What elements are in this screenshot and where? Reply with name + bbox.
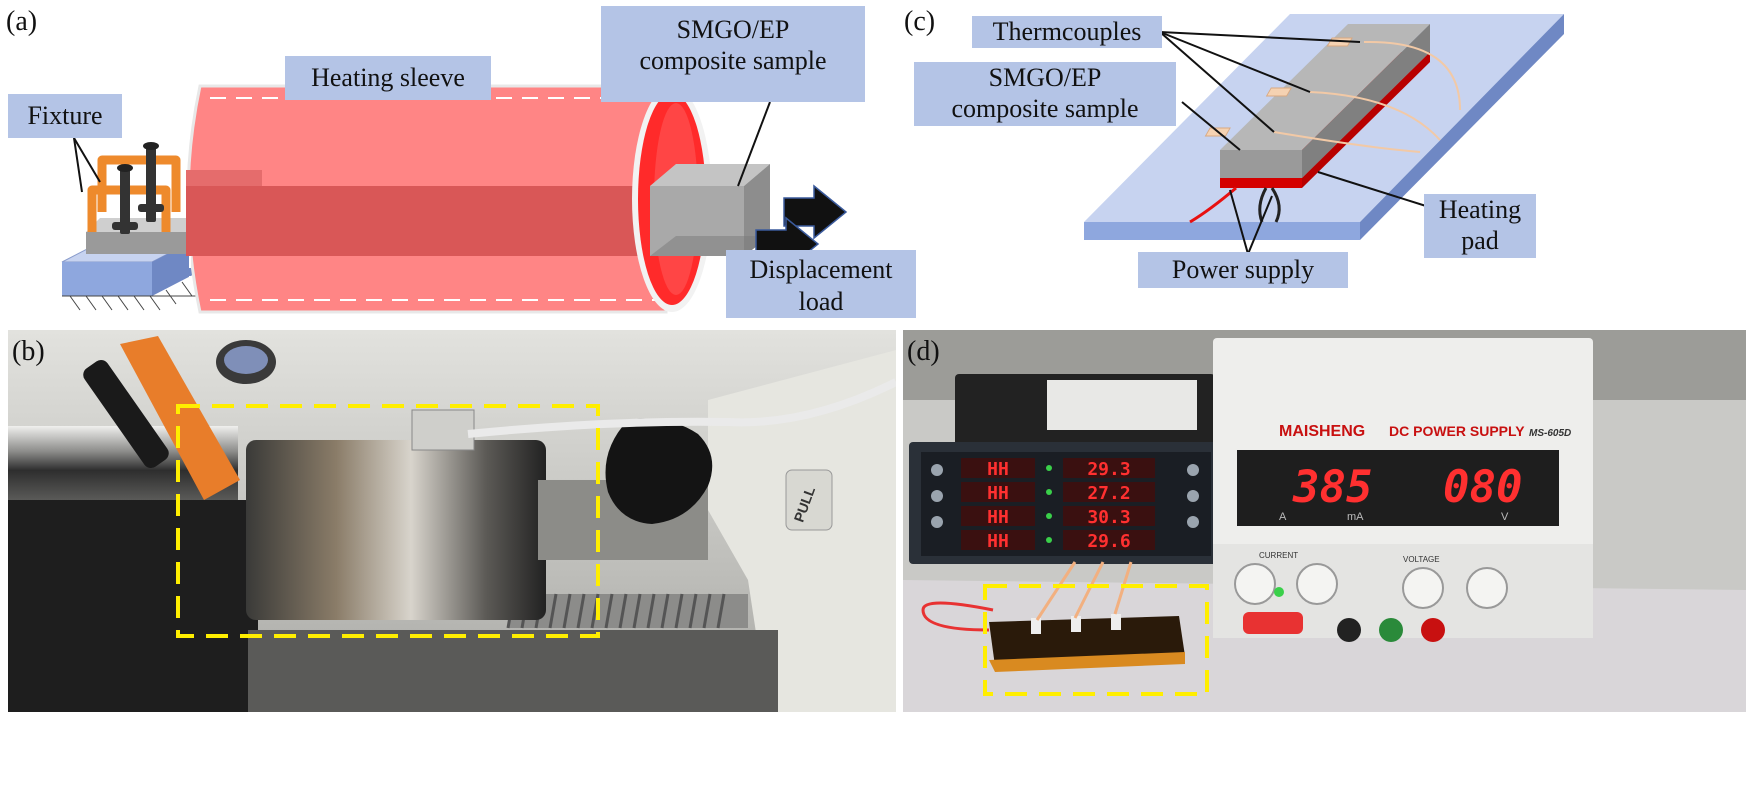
- panel-c: (c) Thermcouples SMGO/EP composite sampl…: [900, 0, 1750, 325]
- thermocouples-label-text: Thermcouples: [992, 17, 1142, 46]
- meter-rows: HH 29.3 HH 27.2 HH 30.3 HH 29.6: [931, 458, 1199, 552]
- round-cutout-sky: [224, 346, 268, 374]
- meter-row-4: HH 29.6: [961, 530, 1155, 552]
- panel-d-letter: (d): [907, 336, 940, 367]
- displacement-label: Displacement load: [726, 250, 916, 318]
- meter-row-4-value: 29.6: [1087, 531, 1130, 552]
- panel-b-photo: PULL: [8, 330, 896, 712]
- sample-on-pad: [989, 614, 1185, 672]
- panel-d: HH 29.3 HH 27.2 HH 30.3 HH 29.6: [903, 330, 1746, 712]
- ground-hatching: [62, 281, 210, 311]
- sensor-cable: [467, 378, 896, 438]
- fixture-bolts: [112, 142, 164, 234]
- heating-pad-label-line1: Heating: [1438, 195, 1522, 224]
- panel-c-leader-lines: [1159, 31, 1427, 255]
- panel-b: PULL: [8, 330, 896, 712]
- psu-knobs: [1234, 563, 1508, 609]
- meter-row-1-channel: HH: [987, 459, 1009, 480]
- composite-sample-bar: [1220, 24, 1430, 178]
- meter-row-2-value: 27.2: [1087, 483, 1130, 504]
- star-knob: [605, 418, 713, 524]
- panel-b-letter: (b): [12, 336, 45, 367]
- heating-pad-label-line2: pad: [1461, 226, 1499, 255]
- ball-screw: [506, 593, 748, 629]
- thermocouple-wires: [1273, 40, 1461, 153]
- psu-voltage-knob-label: VOLTAGE: [1403, 555, 1440, 564]
- sample-label-c: SMGO/EP composite sample: [914, 62, 1176, 126]
- rail-bed: [248, 630, 778, 712]
- sample-label-line2: composite sample: [639, 46, 827, 75]
- panel-a-letter: (a): [6, 6, 38, 37]
- machine-housing: [708, 350, 896, 712]
- pull-knob: [785, 469, 833, 531]
- power-supply-label-text: Power supply: [1171, 255, 1315, 284]
- psu-unit-a: A: [1279, 511, 1287, 523]
- sleeve-clip: [411, 409, 475, 451]
- panel-c-illustration: [1084, 14, 1564, 255]
- panel-a: (a) Fixture Heating sleeve SMGO/EP compo…: [0, 0, 940, 325]
- panel-c-letter: (c): [904, 6, 936, 37]
- meter-row-3-channel: HH: [987, 507, 1009, 528]
- power-supply-label: Power supply: [1138, 252, 1348, 288]
- sample-label-c-line1: SMGO/EP: [988, 63, 1102, 92]
- meter-row-3-value: 30.3: [1087, 507, 1130, 528]
- psu-brand: MAISHENG: [1279, 423, 1365, 440]
- meter-row-2-channel: HH: [987, 483, 1009, 504]
- psu-model: MS-605D: [1529, 428, 1571, 439]
- psu-power-switch: [1243, 612, 1303, 634]
- sample-label-line1: SMGO/EP: [676, 15, 790, 44]
- psu-voltage-display: 080: [1443, 462, 1522, 513]
- metal-heating-sleeve: [246, 440, 546, 620]
- fixture-label: Fixture: [8, 94, 122, 138]
- sample-label-c-line2: composite sample: [951, 94, 1139, 123]
- meter-row-2: HH 27.2: [961, 482, 1155, 504]
- psu-indicator-led: [1274, 587, 1284, 597]
- meter-row-1: HH 29.3: [961, 458, 1155, 480]
- psu-unit-v: V: [1501, 511, 1509, 523]
- displacement-label-line2: load: [798, 287, 844, 316]
- displacement-label-line1: Displacement: [749, 255, 893, 284]
- psu-title: DC POWER SUPPLY: [1389, 423, 1525, 439]
- heating-sleeve-label: Heating sleeve: [285, 56, 491, 100]
- black-base: [8, 500, 258, 712]
- sample-label: SMGO/EP composite sample: [601, 6, 865, 102]
- heating-sleeve-label-text: Heating sleeve: [311, 63, 465, 92]
- clamp-screw: [83, 359, 169, 469]
- panel-d-photo: HH 29.3 HH 27.2 HH 30.3 HH 29.6: [903, 330, 1746, 712]
- sample-leader-line: [737, 101, 771, 187]
- heating-pad-label: Heating pad: [1424, 194, 1536, 258]
- fixture-leader-lines: [73, 137, 101, 193]
- composite-sample: [650, 164, 770, 256]
- psu-unit-ma: mA: [1347, 511, 1364, 523]
- highlight-box-b: [176, 404, 600, 638]
- meter-row-3: HH 30.3: [961, 506, 1155, 528]
- heating-sleeve: [186, 84, 712, 314]
- panel-a-illustration: [61, 84, 848, 314]
- fixture-label-text: Fixture: [27, 101, 103, 130]
- meter-row-1-value: 29.3: [1087, 459, 1130, 480]
- orange-clamp: [120, 336, 240, 500]
- highlight-box-d: [983, 584, 1209, 696]
- psu-current-display: 385: [1292, 462, 1372, 513]
- psu-terminals: [1337, 618, 1445, 642]
- thermocouples-label: Thermcouples: [972, 16, 1162, 48]
- power-wires: [1189, 186, 1281, 224]
- psu-current-knob-label: CURRENT: [1259, 551, 1298, 560]
- meter-row-4-channel: HH: [987, 531, 1009, 552]
